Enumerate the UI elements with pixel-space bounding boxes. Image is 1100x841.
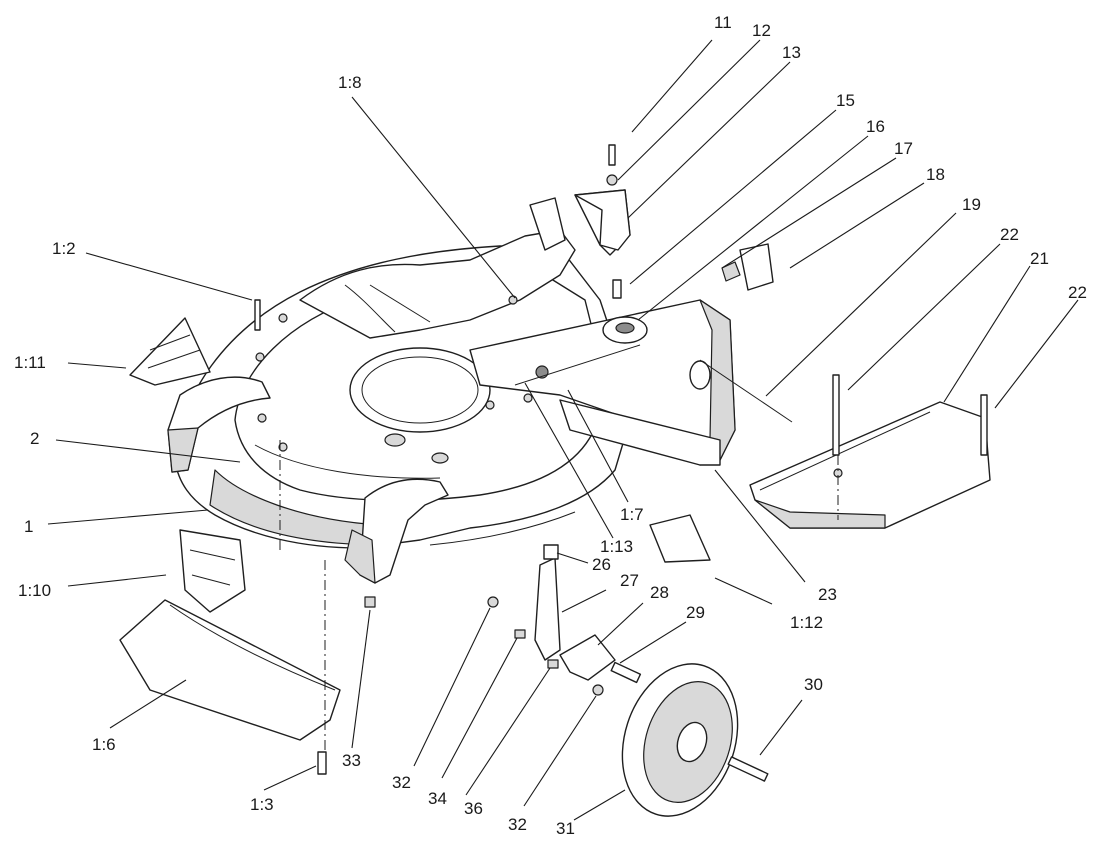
callout-1-3: 1:3: [250, 795, 274, 814]
callout-17: 17: [894, 139, 913, 158]
mower-deck: [167, 189, 631, 584]
callout-32b: 32: [508, 815, 527, 834]
height-adjust-bracket: [534, 544, 642, 684]
washer-32b: [592, 684, 604, 696]
callout-33: 33: [342, 751, 361, 770]
washer-32a: [487, 596, 499, 608]
nut-33: [364, 596, 376, 608]
rear-wheel: [621, 663, 769, 817]
callout-15: 15: [836, 91, 855, 110]
bolt-22a: [832, 374, 840, 456]
rear-shield: [749, 401, 991, 529]
callout-29: 29: [686, 603, 705, 622]
leader-lines: [47, 39, 1079, 821]
callout-labels: 11 12 13 1:8 15 16 17 18 19 22 21 22 1:2…: [14, 13, 1087, 838]
callout-1-6: 1:6: [92, 735, 116, 754]
callout-28: 28: [650, 583, 669, 602]
callout-1: 1: [24, 517, 33, 536]
callout-26: 26: [592, 555, 611, 574]
callout-34: 34: [428, 789, 447, 808]
screw-1-3: [317, 751, 327, 775]
callout-30: 30: [804, 675, 823, 694]
callout-27: 27: [620, 571, 639, 590]
callout-22b: 22: [1068, 283, 1087, 302]
callout-18: 18: [926, 165, 945, 184]
callout-22a: 22: [1000, 225, 1019, 244]
rear-axle-assembly: [469, 299, 736, 466]
callout-32a: 32: [392, 773, 411, 792]
callout-19: 19: [962, 195, 981, 214]
callout-11: 11: [714, 13, 732, 32]
callout-21: 21: [1030, 249, 1049, 268]
callout-23: 23: [818, 585, 837, 604]
callout-31: 31: [556, 819, 575, 838]
bolt-22b: [980, 394, 988, 456]
spacer-34: [514, 629, 526, 639]
deflector-1-11: [129, 317, 211, 386]
callout-1-11: 1:11: [14, 353, 46, 372]
upper-bolt-stack: [574, 144, 631, 299]
rod-19: [699, 359, 793, 423]
callout-1-7: 1:7: [620, 505, 644, 524]
callout-12: 12: [752, 21, 771, 40]
callout-1-10: 1:10: [18, 581, 51, 600]
screw-1-2: [254, 299, 261, 331]
callout-36: 36: [464, 799, 483, 818]
callout-13: 13: [782, 43, 801, 62]
callout-1-13: 1:13: [600, 537, 633, 556]
deflector-1-12: [649, 514, 711, 563]
callout-16: 16: [866, 117, 885, 136]
callout-1-12: 1:12: [790, 613, 823, 632]
callout-2: 2: [30, 429, 39, 448]
baffle-1-6: [119, 599, 341, 741]
callout-1-2: 1:2: [52, 239, 76, 258]
callout-1-8: 1:8: [338, 73, 362, 92]
nut-36: [547, 659, 559, 669]
deflector-1-10: [179, 529, 246, 613]
bracket-17-18: [721, 243, 774, 291]
